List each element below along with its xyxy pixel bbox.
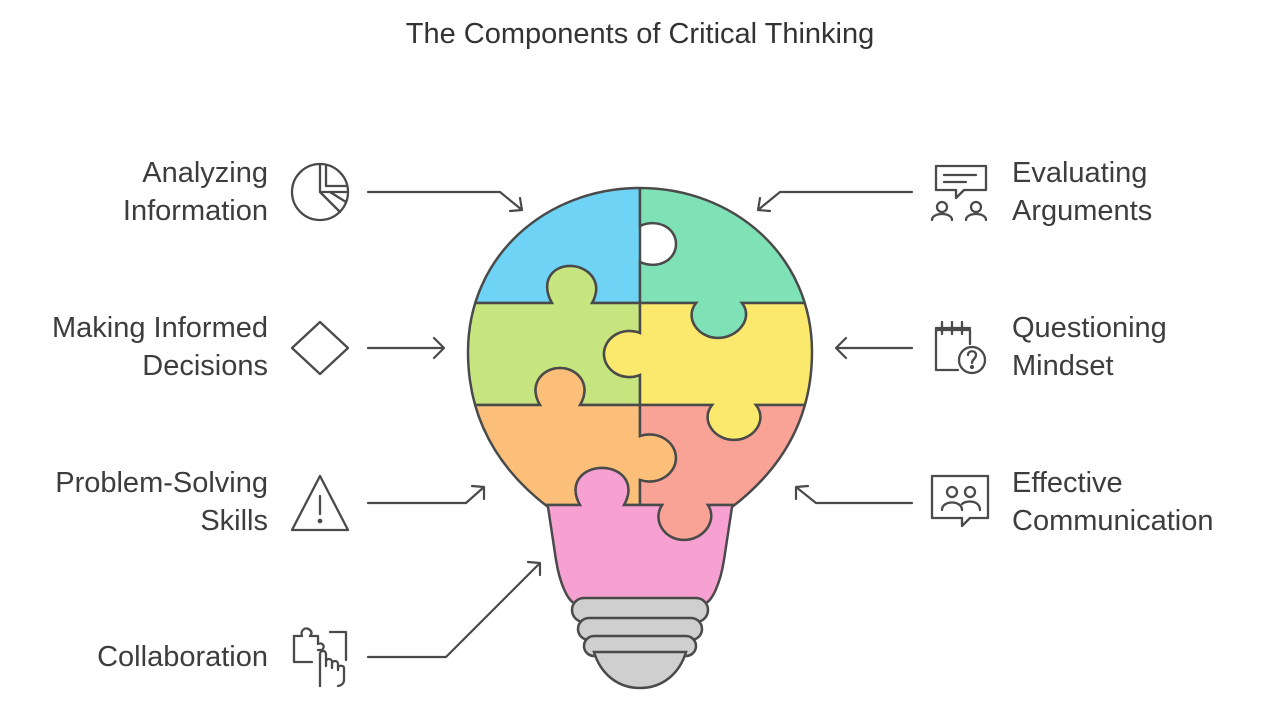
arrow-making-informed-decisions bbox=[366, 336, 446, 360]
diamond-icon bbox=[290, 320, 350, 376]
bulb-pieces bbox=[468, 188, 812, 603]
bulb-base bbox=[570, 596, 710, 690]
label-collaboration: Collaboration bbox=[97, 641, 268, 673]
arrows bbox=[366, 190, 914, 659]
debate-icon bbox=[930, 164, 988, 222]
arrow-collaboration bbox=[366, 560, 542, 659]
people-chat-icon bbox=[930, 474, 990, 528]
arrow-questioning-mindset bbox=[834, 336, 914, 360]
arrow-evaluating-arguments bbox=[756, 190, 914, 213]
arrow-effective-communication bbox=[794, 484, 914, 505]
warning-icon bbox=[290, 474, 350, 532]
diagram-title: The Components of Critical Thinking bbox=[405, 18, 875, 50]
pie-chart-icon bbox=[290, 162, 350, 222]
bulb-outline bbox=[466, 186, 814, 605]
calendar-question-icon bbox=[934, 320, 987, 375]
arrow-problem-solving-skills bbox=[366, 484, 486, 505]
arrow-analyzing-information bbox=[366, 190, 524, 213]
puzzle-hand-icon bbox=[292, 627, 348, 688]
